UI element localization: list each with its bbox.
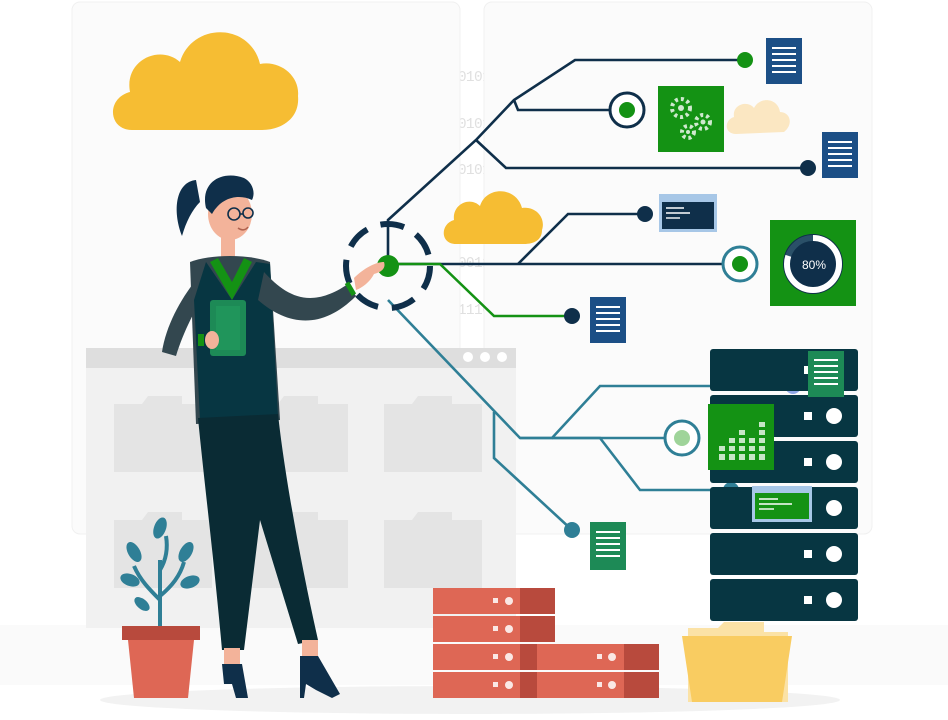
connection-nodes: [564, 52, 816, 538]
progress-percentage-label: 80%: [801, 258, 827, 272]
network-connections: [386, 58, 808, 531]
person-figure: [162, 175, 385, 698]
document-icon: [822, 132, 858, 178]
server-stack: [433, 588, 659, 698]
folder-icon: [384, 512, 482, 588]
bar-chart-icon: [708, 404, 774, 470]
folder-icon: [384, 396, 482, 472]
progress-ring: [784, 235, 842, 293]
document-icon: [808, 351, 844, 397]
file-browser-window: [86, 348, 516, 628]
document-icon: [590, 297, 626, 343]
plant-icon: [120, 517, 200, 698]
document-icon: [590, 522, 626, 570]
folder-icon: [114, 512, 212, 588]
folder-icon: [682, 622, 792, 702]
document-icon: [766, 38, 802, 84]
terminal-window-icon: [659, 194, 717, 232]
cloud-icon: [443, 191, 543, 244]
cloud-icon: [726, 100, 790, 134]
gear-icon: [670, 97, 712, 140]
hub-node: [343, 221, 433, 311]
terminal-window-icon: [752, 486, 812, 522]
glasses-icon: [227, 207, 254, 221]
settings-card: [658, 86, 724, 152]
cloud-icon: [112, 32, 299, 130]
dashboard-card: [770, 220, 856, 306]
folder-icon: [114, 396, 212, 472]
